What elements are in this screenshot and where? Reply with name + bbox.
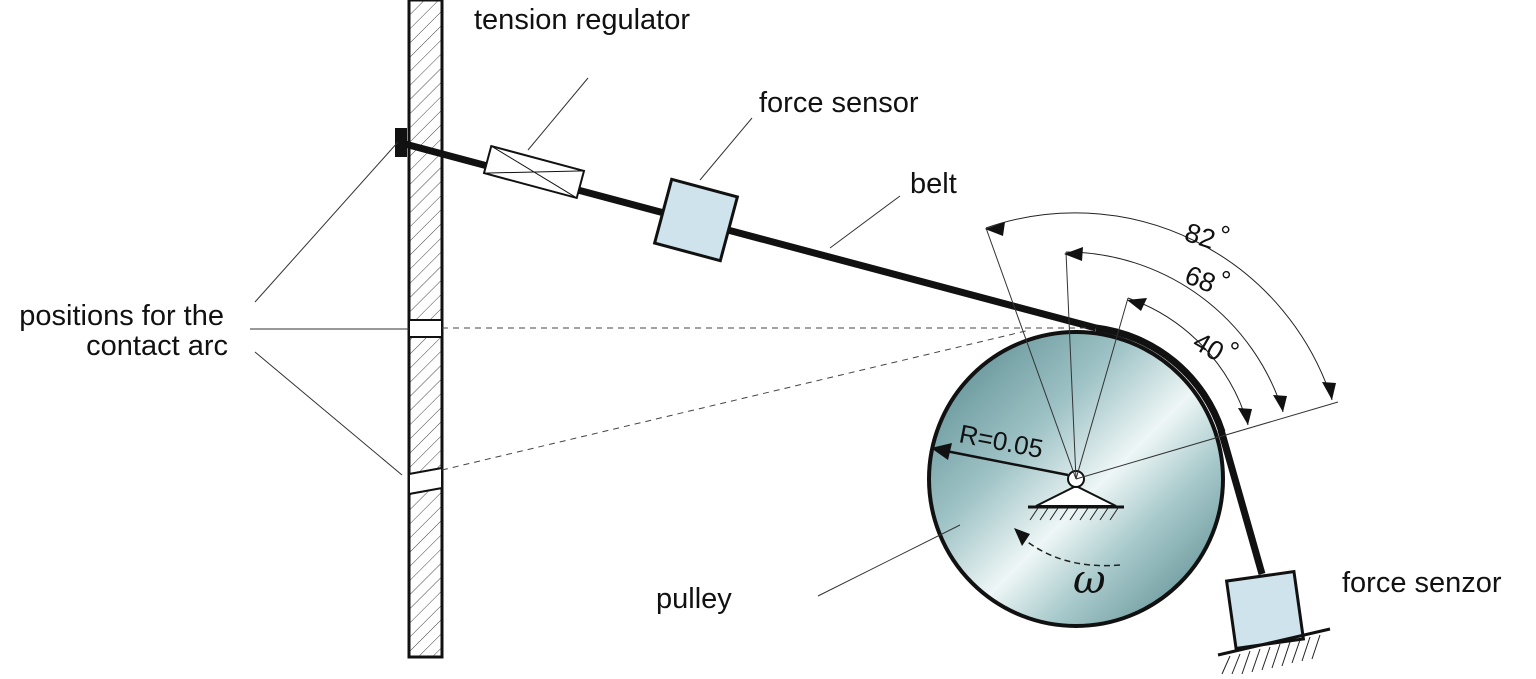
- belt-wrap-arc: [1095, 324, 1226, 434]
- wall-slot-lower: [408, 466, 443, 496]
- rotation-arrow: ω: [1014, 528, 1121, 603]
- wall: [407, 0, 444, 659]
- ground-bottom: [1217, 627, 1331, 675]
- belt-anchor: [395, 128, 407, 157]
- belt-label: belt: [910, 168, 957, 200]
- positions-label-line2: contact arc: [86, 330, 228, 362]
- omega-symbol: ω: [1073, 557, 1106, 603]
- force-sensor-top-label: force sensor: [759, 87, 919, 119]
- radial-lines: [985, 227, 1339, 480]
- tension-regulator-label: tension regulator: [474, 4, 690, 36]
- force-sensor-bottom-label: force senzor: [1342, 567, 1502, 599]
- wall-slot-upper: [408, 319, 443, 338]
- pulley-support: [1028, 470, 1124, 521]
- angle-82-degree: °: [1214, 219, 1234, 251]
- belt-lower-span: [1217, 429, 1266, 575]
- positions-label-line1: positions for the: [19, 300, 224, 332]
- angle-68-label: 68: [1181, 260, 1220, 299]
- sightlines: [441, 327, 1090, 471]
- pulley-label: pulley: [656, 583, 732, 615]
- force-sensor-top: [652, 177, 740, 263]
- angle-82-label: 82: [1181, 217, 1219, 255]
- leader-lines: [250, 77, 961, 597]
- tension-regulator: [482, 144, 586, 200]
